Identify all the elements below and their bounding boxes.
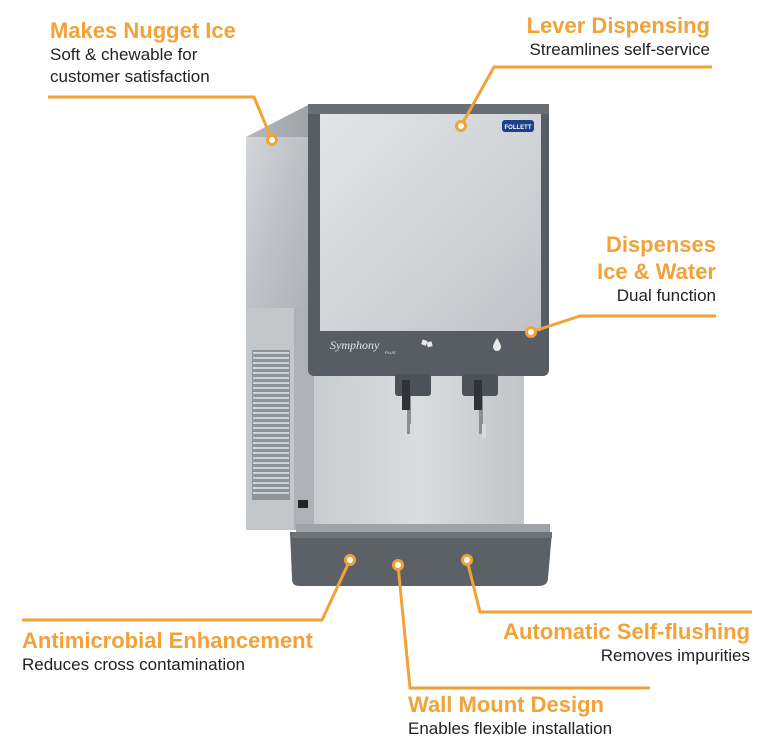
feature-desc-line1: Soft & chewable for — [50, 45, 198, 64]
leader-self-flushing — [465, 559, 752, 614]
vent-slat — [253, 482, 289, 484]
feature-title: Lever Dispensing — [526, 13, 710, 38]
follett-badge: FOLLETT — [502, 120, 534, 132]
vent-slat — [253, 362, 289, 364]
feature-desc: Streamlines self-service — [529, 40, 710, 59]
vent-slat — [253, 357, 289, 359]
vent-slat — [253, 457, 289, 459]
vent-slat — [253, 387, 289, 389]
vent-slat — [253, 472, 289, 474]
vent-slat — [253, 452, 289, 454]
feature-title: Makes Nugget Ice — [50, 18, 236, 43]
vent-slat — [253, 447, 289, 449]
vent-slat — [253, 397, 289, 399]
leader-dots — [266, 120, 537, 571]
front-frame — [308, 104, 549, 376]
vent-slat — [253, 427, 289, 429]
feature-desc-line2: customer satisfaction — [50, 67, 210, 86]
vent-slat — [253, 382, 289, 384]
leader-antimicrobial — [22, 559, 352, 622]
feature-desc: Removes impurities — [600, 646, 750, 665]
brand-badge-text: FOLLETT — [505, 125, 532, 131]
vent-slat — [253, 477, 289, 479]
vent-slat — [253, 372, 289, 374]
dot-self-flushing — [461, 554, 473, 566]
dot-ice-water — [525, 326, 537, 338]
vent-slat — [253, 432, 289, 434]
feature-desc: Reduces cross contamination — [22, 655, 246, 674]
vent-slat — [253, 492, 289, 494]
model-script: Symphony — [330, 338, 380, 352]
cabinet-top — [246, 104, 310, 310]
drip-tray — [290, 524, 552, 586]
vent-slat — [253, 407, 289, 409]
dot-nugget-ice — [266, 134, 278, 146]
feature-title-line2: Ice & Water — [596, 259, 716, 284]
vent-slat — [253, 487, 289, 489]
feature-title: Automatic Self-flushing — [503, 619, 750, 644]
vent-slat — [253, 462, 289, 464]
dot-lever — [455, 120, 467, 132]
vent-slat — [253, 417, 289, 419]
dot-antimicrobial — [344, 554, 356, 566]
vent-slat — [253, 352, 289, 354]
feature-title: Wall Mount Design — [408, 692, 604, 717]
vent-slat — [253, 442, 289, 444]
lower-body — [314, 372, 524, 528]
leader-nugget-ice — [48, 95, 274, 141]
feature-self-flushing: Automatic Self-flushing Removes impuriti… — [503, 618, 750, 667]
vent-grille — [252, 350, 290, 500]
feature-title: Antimicrobial Enhancement — [22, 628, 313, 653]
water-drop-icon — [493, 338, 501, 351]
vent-slat — [253, 392, 289, 394]
feature-title-line1: Dispenses — [605, 232, 716, 257]
feature-lever-dispensing: Lever Dispensing Streamlines self-servic… — [527, 12, 710, 61]
feature-nugget-ice: Makes Nugget Ice Soft & chewable for cus… — [50, 17, 236, 88]
vent-slat — [253, 422, 289, 424]
feature-desc: Enables flexible installation — [408, 719, 613, 738]
leader-ice-water — [530, 314, 716, 334]
feature-ice-water: Dispenses Ice & Water Dual function — [597, 231, 716, 307]
model-sub: PLUS — [385, 350, 396, 355]
feature-desc: Dual function — [616, 286, 716, 305]
feature-antimicrobial: Antimicrobial Enhancement Reduces cross … — [22, 627, 313, 676]
leader-wall-mount — [396, 564, 650, 690]
vent-slat — [253, 402, 289, 404]
front-panel — [320, 114, 541, 331]
vent-slat — [253, 367, 289, 369]
ice-cubes-icon — [421, 339, 433, 348]
leader-lines — [22, 65, 752, 690]
leader-lever — [459, 65, 712, 127]
water-lever — [462, 374, 498, 438]
dot-wall-mount — [392, 559, 404, 571]
vent-slat — [253, 467, 289, 469]
vent-slat — [253, 412, 289, 414]
side-vent-unit — [246, 308, 314, 530]
ice-lever — [395, 374, 431, 438]
vent-slat — [253, 377, 289, 379]
power-label — [298, 500, 308, 508]
vent-slat — [253, 437, 289, 439]
feature-wall-mount: Wall Mount Design Enables flexible insta… — [408, 691, 612, 740]
